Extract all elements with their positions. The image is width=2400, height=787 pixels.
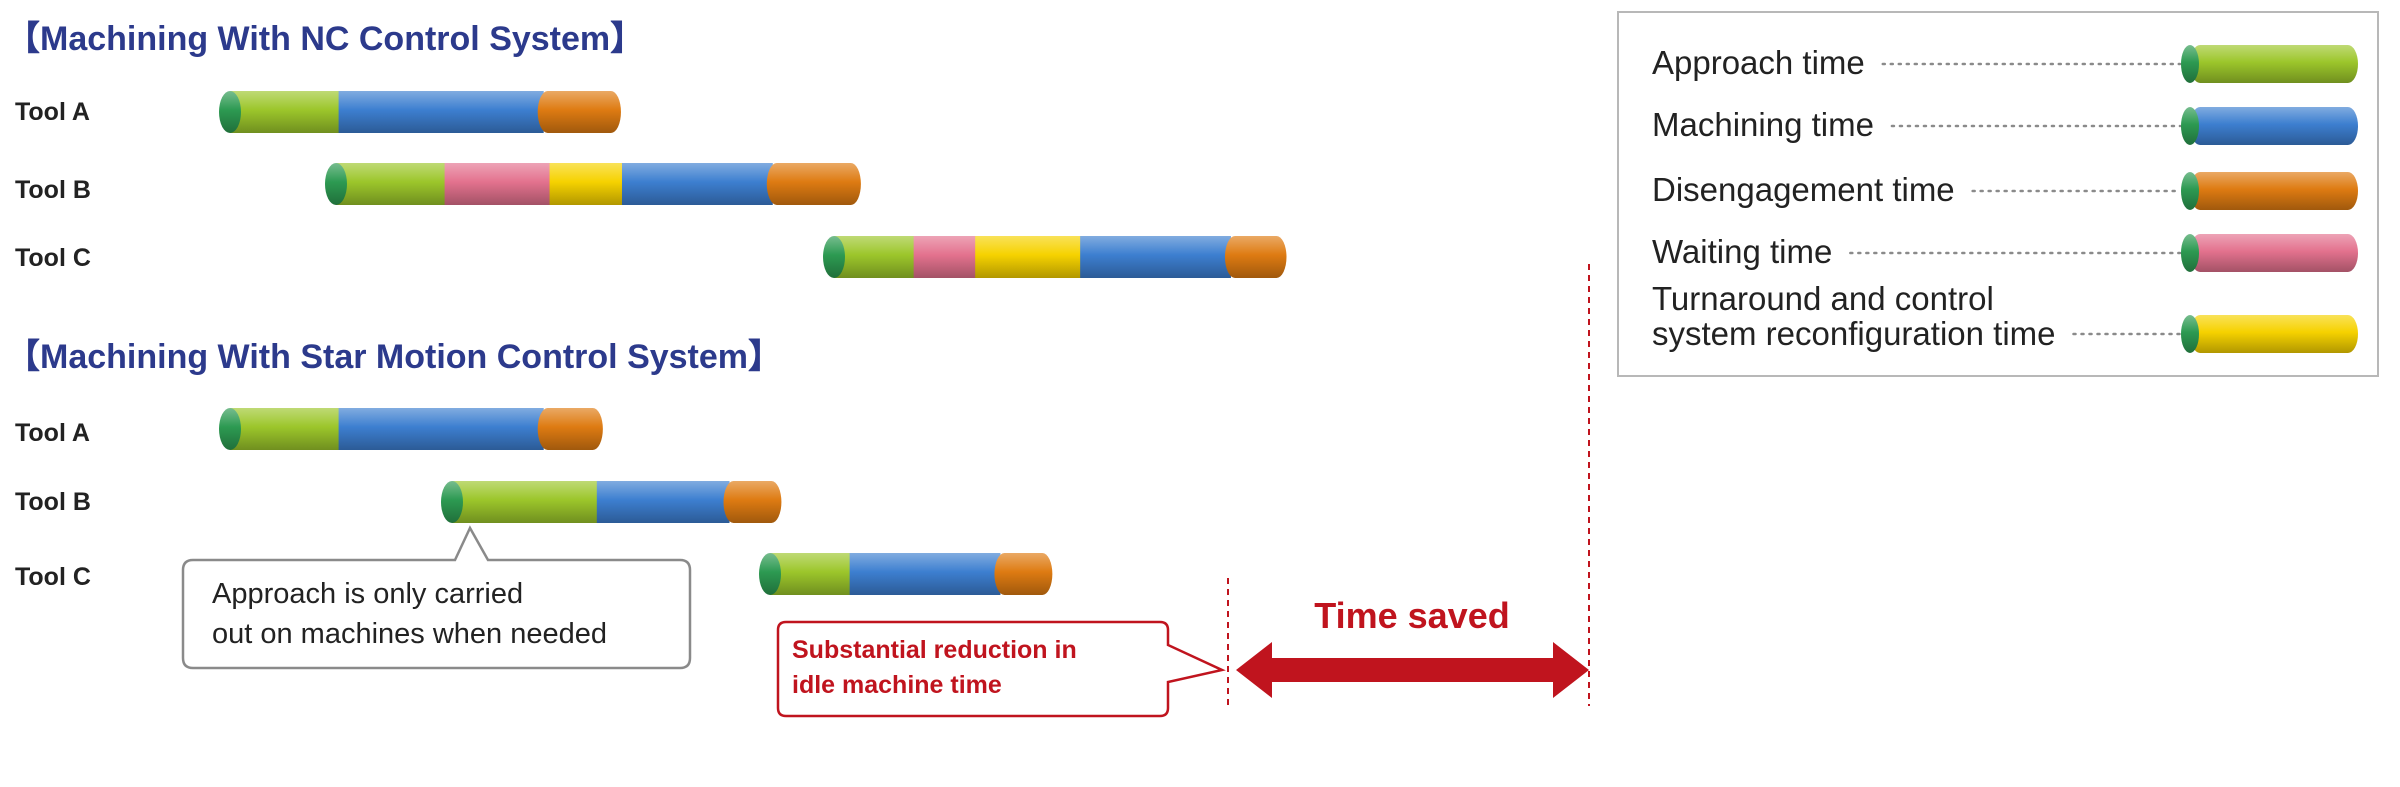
legend-swatch-disengagement bbox=[2190, 172, 2358, 210]
legend-item-machining: Machining time bbox=[1652, 106, 2358, 145]
reduction-callout-line-1: Substantial reduction in bbox=[792, 636, 1077, 664]
star-tool-b-segment-machining bbox=[596, 481, 730, 523]
star-tool-c-bar bbox=[759, 553, 1053, 595]
legend-swatch-cap-machining bbox=[2181, 107, 2199, 145]
legend-swatch-cap-turnaround bbox=[2181, 315, 2199, 353]
nc-tool-b-segment-disengagement bbox=[766, 163, 861, 205]
legend-item-disengagement: Disengagement time bbox=[1652, 171, 2358, 210]
nc-tool-c-label: Tool C bbox=[15, 244, 91, 272]
star-tool-a-bar bbox=[219, 408, 603, 450]
nc-tool-b-segment-machining bbox=[621, 163, 773, 205]
legend-swatch-cap-approach bbox=[2181, 45, 2199, 83]
legend-swatch-turnaround bbox=[2190, 315, 2358, 353]
approach-callout-line-2: out on machines when needed bbox=[212, 618, 607, 650]
star-tool-b-segment-disengagement bbox=[723, 481, 782, 523]
legend-label-approach: Approach time bbox=[1652, 44, 1865, 81]
nc-tool-b-segment-turnaround bbox=[549, 163, 628, 205]
nc-tool-c-segment-waiting bbox=[913, 236, 982, 278]
nc-tool-c-segment-machining bbox=[1080, 236, 1231, 278]
legend-swatch-machining bbox=[2190, 107, 2358, 145]
timeline-bars bbox=[219, 91, 1287, 595]
star-tool-c-segment-approach bbox=[770, 553, 856, 595]
section-title-nc: 【Machining With NC Control System】 bbox=[6, 20, 644, 58]
legend-item-waiting: Waiting time bbox=[1652, 233, 2358, 272]
legend-item-approach: Approach time bbox=[1652, 44, 2358, 83]
time-saved-arrow: Time saved bbox=[1236, 595, 1589, 698]
nc-tool-c-segment-turnaround bbox=[975, 236, 1087, 278]
nc-tool-b-label: Tool B bbox=[15, 176, 91, 204]
legend-label-turnaround-line-1: Turnaround and control bbox=[1652, 280, 1994, 317]
approach-callout-bubble bbox=[181, 525, 692, 670]
legend-swatch-cap-waiting bbox=[2181, 234, 2199, 272]
legend-label-turnaround-line-2: system reconfiguration time bbox=[1652, 315, 2056, 352]
legend-label-machining: Machining time bbox=[1652, 106, 1874, 143]
star-tool-c-segment-machining bbox=[849, 553, 1001, 595]
star-tool-c-bar-cap bbox=[759, 553, 781, 595]
nc-tool-c-segment-disengagement bbox=[1224, 236, 1287, 278]
nc-tool-b-bar bbox=[325, 163, 861, 205]
star-tool-a-segment-machining bbox=[338, 408, 544, 450]
star-tool-a-segment-disengagement bbox=[537, 408, 603, 450]
star-tool-b-bar-cap bbox=[441, 481, 463, 523]
star-tool-b-label: Tool B bbox=[15, 488, 91, 516]
nc-tool-b-segment-approach bbox=[336, 163, 451, 205]
reduction-callout-line-2: idle machine time bbox=[792, 671, 1002, 699]
time-saved-label: Time saved bbox=[1314, 595, 1509, 636]
star-tool-b-bar bbox=[441, 481, 782, 523]
nc-tool-a-bar bbox=[219, 91, 621, 133]
approach-callout: Approach is only carried out on machines… bbox=[181, 525, 692, 670]
reduction-callout-bubble bbox=[776, 620, 1226, 718]
nc-tool-a-label: Tool A bbox=[15, 98, 90, 126]
nc-tool-c-segment-approach bbox=[834, 236, 920, 278]
legend-label-waiting: Waiting time bbox=[1652, 233, 1832, 270]
section-title-star: 【Machining With Star Motion Control Syst… bbox=[6, 338, 782, 376]
star-tool-c-segment-disengagement bbox=[994, 553, 1053, 595]
star-tool-c-label: Tool C bbox=[15, 563, 91, 591]
star-tool-b-segment-approach bbox=[452, 481, 603, 523]
nc-tool-a-segment-approach bbox=[230, 91, 345, 133]
legend-swatch-approach bbox=[2190, 45, 2358, 83]
reduction-callout: Substantial reduction in idle machine ti… bbox=[776, 620, 1226, 718]
nc-tool-a-segment-disengagement bbox=[537, 91, 621, 133]
nc-tool-a-bar-cap bbox=[219, 91, 241, 133]
double-arrow-icon bbox=[1236, 642, 1589, 698]
star-tool-a-label: Tool A bbox=[15, 419, 90, 447]
legend-swatch-waiting bbox=[2190, 234, 2358, 272]
approach-callout-line-1: Approach is only carried bbox=[212, 578, 523, 610]
star-tool-a-segment-approach bbox=[230, 408, 345, 450]
star-tool-a-bar-cap bbox=[219, 408, 241, 450]
nc-tool-b-bar-cap bbox=[325, 163, 347, 205]
legend-swatch-cap-disengagement bbox=[2181, 172, 2199, 210]
nc-tool-c-bar bbox=[823, 236, 1287, 278]
nc-tool-a-segment-machining bbox=[338, 91, 544, 133]
nc-tool-c-bar-cap bbox=[823, 236, 845, 278]
legend-label-disengagement: Disengagement time bbox=[1652, 171, 1955, 208]
nc-tool-b-segment-waiting bbox=[444, 163, 556, 205]
